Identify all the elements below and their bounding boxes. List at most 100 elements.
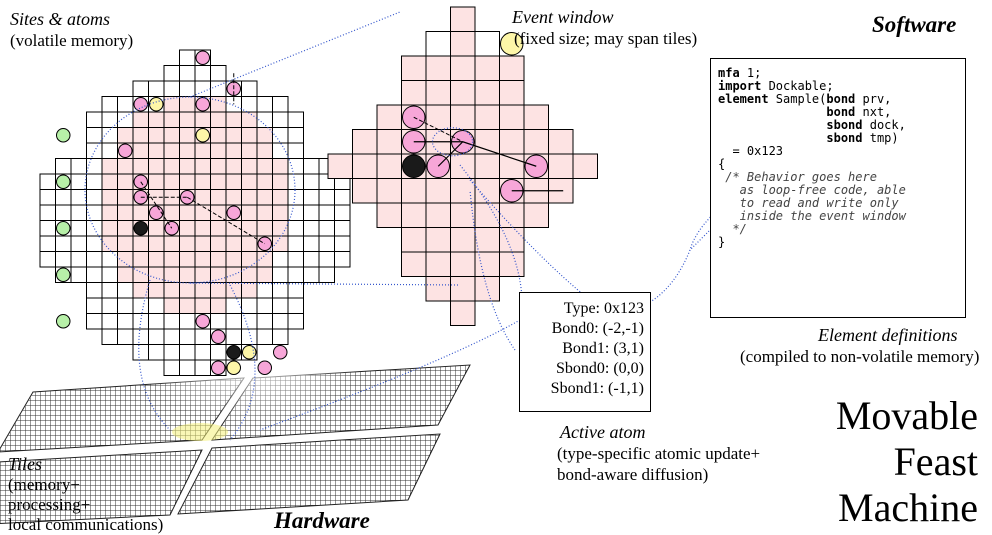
site-cell bbox=[272, 158, 289, 175]
site-cell bbox=[210, 204, 227, 221]
site-cell bbox=[39, 235, 56, 252]
site-cell bbox=[132, 297, 149, 314]
site-cell bbox=[163, 142, 180, 159]
site-cell bbox=[241, 127, 258, 144]
site-cell bbox=[117, 266, 134, 283]
site-cell bbox=[117, 96, 134, 113]
site-cell bbox=[241, 189, 258, 206]
event-cell bbox=[425, 178, 451, 204]
site-cell bbox=[241, 142, 258, 159]
sites-atoms-subtitle: (volatile memory) bbox=[10, 31, 134, 50]
site-cell bbox=[117, 235, 134, 252]
tiles-title: Tiles bbox=[8, 454, 43, 474]
event-cell bbox=[376, 178, 402, 204]
site-cell bbox=[163, 297, 180, 314]
site-cell bbox=[101, 142, 118, 159]
site-cell bbox=[39, 173, 56, 190]
site-cell bbox=[148, 173, 165, 190]
event-cell bbox=[474, 104, 500, 130]
site-cell bbox=[194, 359, 211, 376]
atom bbox=[195, 50, 210, 65]
atom bbox=[257, 360, 272, 375]
active-tile-highlight bbox=[172, 423, 228, 441]
site-cell bbox=[210, 189, 227, 206]
site-cell bbox=[272, 189, 289, 206]
site-cell bbox=[179, 127, 196, 144]
site-cell bbox=[148, 344, 165, 361]
site-cell bbox=[148, 111, 165, 128]
atom-sbond1: Sbond1: (-1,1) bbox=[550, 380, 644, 397]
site-cell bbox=[225, 266, 242, 283]
event-cell bbox=[401, 55, 427, 81]
site-cell bbox=[101, 127, 118, 144]
site-cell bbox=[210, 127, 227, 144]
event-cell bbox=[376, 202, 402, 228]
event-cell bbox=[450, 251, 476, 277]
event-cell bbox=[474, 276, 500, 302]
site-cell bbox=[287, 282, 304, 299]
site-cell bbox=[163, 282, 180, 299]
event-cell bbox=[401, 178, 427, 204]
event-cell bbox=[523, 129, 549, 155]
site-cell bbox=[117, 251, 134, 268]
atom bbox=[56, 314, 71, 329]
event-cell bbox=[450, 31, 476, 57]
site-cell bbox=[318, 220, 335, 237]
event-cell bbox=[352, 178, 378, 204]
site-cell bbox=[210, 65, 227, 82]
site-cell bbox=[241, 173, 258, 190]
atom bbox=[56, 174, 71, 189]
site-cell bbox=[287, 297, 304, 314]
site-cell bbox=[272, 204, 289, 221]
site-cell bbox=[303, 189, 320, 206]
site-cell bbox=[194, 80, 211, 97]
site-cell bbox=[39, 189, 56, 206]
site-cell bbox=[163, 359, 180, 376]
site-cell bbox=[241, 204, 258, 221]
site-cell bbox=[39, 251, 56, 268]
site-cell bbox=[163, 158, 180, 175]
site-cell bbox=[86, 111, 103, 128]
site-cell bbox=[86, 189, 103, 206]
site-cell bbox=[101, 158, 118, 175]
connector-line bbox=[627, 179, 761, 313]
site-cell bbox=[256, 251, 273, 268]
site-cell bbox=[132, 344, 149, 361]
site-cell bbox=[179, 344, 196, 361]
site-cell bbox=[70, 266, 87, 283]
site-cell bbox=[256, 189, 273, 206]
site-cell bbox=[272, 142, 289, 159]
site-cell bbox=[132, 235, 149, 252]
site-cell bbox=[132, 127, 149, 144]
atom bbox=[56, 128, 71, 143]
site-cell bbox=[132, 328, 149, 345]
mfm-title-line1: Movable bbox=[835, 393, 978, 438]
site-cell bbox=[287, 235, 304, 252]
site-cell bbox=[303, 266, 320, 283]
site-cell bbox=[163, 65, 180, 82]
event-cell bbox=[474, 80, 500, 106]
site-cell bbox=[39, 220, 56, 237]
site-cell bbox=[194, 328, 211, 345]
site-cell bbox=[318, 204, 335, 221]
site-cell bbox=[318, 235, 335, 252]
site-cell bbox=[117, 328, 134, 345]
site-cell bbox=[194, 266, 211, 283]
site-cell bbox=[194, 297, 211, 314]
event-cell bbox=[474, 202, 500, 228]
connector-line bbox=[189, 11, 401, 98]
site-cell bbox=[148, 328, 165, 345]
bond-line bbox=[462, 141, 537, 167]
site-cell bbox=[101, 173, 118, 190]
site-cell bbox=[303, 251, 320, 268]
site-cell bbox=[334, 204, 351, 221]
site-cell bbox=[272, 127, 289, 144]
event-cell bbox=[450, 300, 476, 326]
connector-line bbox=[189, 282, 461, 286]
site-cell bbox=[194, 282, 211, 299]
atom bbox=[242, 345, 257, 360]
site-cell bbox=[225, 235, 242, 252]
site-cell bbox=[272, 328, 289, 345]
site-cell bbox=[179, 80, 196, 97]
site-cell bbox=[225, 127, 242, 144]
